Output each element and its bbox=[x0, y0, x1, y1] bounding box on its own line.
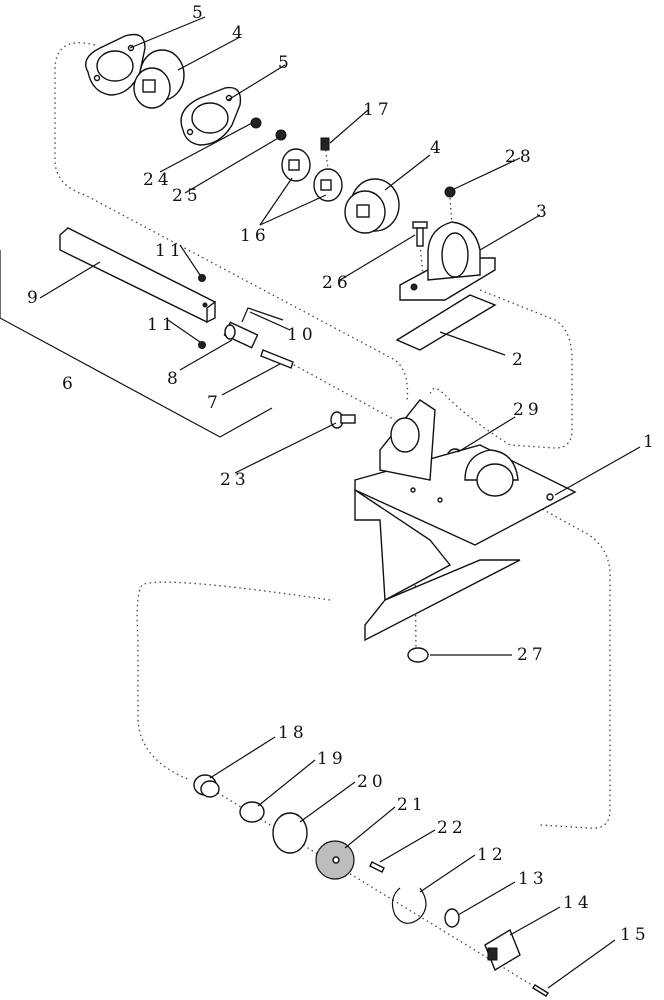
callout-1: 1 bbox=[643, 432, 658, 452]
pillow-block-bearing bbox=[399, 221, 496, 301]
callout-12: 16 bbox=[240, 226, 270, 246]
callout-23: 23 bbox=[220, 470, 250, 490]
nut-24 bbox=[250, 117, 262, 129]
hex-shaft bbox=[59, 227, 216, 324]
callout-15: 19 bbox=[317, 749, 347, 769]
callout-22: 15 bbox=[620, 925, 650, 945]
spacer-plate bbox=[395, 294, 497, 351]
callout-13: 17 bbox=[363, 100, 393, 120]
callout-24: 24 bbox=[143, 170, 173, 190]
callout-4-right: 4 bbox=[430, 138, 445, 158]
callout-5-top: 5 bbox=[192, 3, 207, 23]
nut-28 bbox=[444, 186, 456, 198]
screw-18 bbox=[369, 861, 385, 873]
callout-3: 3 bbox=[536, 202, 551, 222]
flange-bearing-housing-middle bbox=[180, 86, 242, 146]
flange-nut-27 bbox=[407, 647, 429, 663]
main-frame-bracket bbox=[354, 399, 577, 642]
callout-14: 18 bbox=[278, 723, 308, 743]
callout-11-top: 11 bbox=[155, 241, 185, 261]
callout-labels: 5 4 5 17 24 25 4 28 3 16 11 26 9 11 10 2… bbox=[27, 3, 658, 945]
bolt-9 bbox=[260, 349, 294, 369]
callout-18: 22 bbox=[437, 818, 467, 838]
pin-10 bbox=[241, 307, 284, 323]
callout-26: 26 bbox=[322, 273, 352, 293]
callout-21: 14 bbox=[563, 893, 593, 913]
set-screw-13 bbox=[320, 137, 330, 151]
retaining-ring-19 bbox=[391, 887, 427, 924]
callout-25: 25 bbox=[172, 186, 202, 206]
callout-27: 27 bbox=[517, 645, 547, 665]
callout-20: 13 bbox=[518, 869, 548, 889]
callout-9: 7 bbox=[207, 393, 222, 413]
o-ring-16 bbox=[272, 812, 308, 854]
callout-8: 8 bbox=[167, 369, 182, 389]
callout-2: 2 bbox=[512, 350, 527, 370]
leader-lines bbox=[0, 16, 641, 989]
bearing-top bbox=[133, 49, 185, 109]
callout-28: 28 bbox=[505, 147, 535, 167]
screw-22 bbox=[532, 984, 549, 997]
disc-17 bbox=[315, 840, 355, 880]
callout-6: 6 bbox=[62, 374, 77, 394]
ball-11-top bbox=[198, 274, 206, 282]
washer-20 bbox=[444, 908, 460, 928]
callout-29: 29 bbox=[513, 400, 543, 420]
bushing-14 bbox=[193, 774, 220, 798]
pivot-bushing bbox=[223, 321, 259, 349]
callout-10: 10 bbox=[287, 325, 317, 345]
callout-16: 20 bbox=[357, 772, 387, 792]
sensor-21 bbox=[484, 928, 521, 972]
bearing-right bbox=[344, 178, 400, 234]
callout-5-middle: 5 bbox=[278, 53, 293, 73]
snap-ring-15 bbox=[239, 801, 265, 823]
flange-bearing-housing-top bbox=[85, 33, 146, 96]
callout-7: 9 bbox=[27, 288, 42, 308]
locking-collars bbox=[281, 148, 343, 202]
ball-11-bottom bbox=[198, 341, 206, 349]
callout-11-bottom: 11 bbox=[147, 315, 177, 335]
callout-17: 21 bbox=[397, 795, 427, 815]
callout-4-top: 4 bbox=[232, 23, 247, 43]
bolt-23 bbox=[330, 411, 356, 429]
callout-19: 12 bbox=[477, 845, 507, 865]
carriage-bolt-26 bbox=[412, 221, 428, 247]
